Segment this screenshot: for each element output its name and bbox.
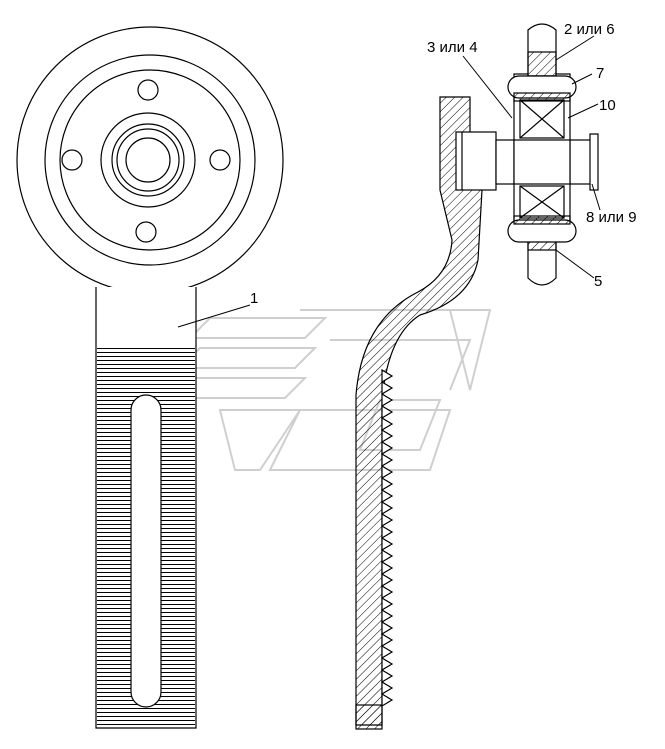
leader-2 — [555, 35, 595, 61]
leader-5 — [555, 249, 595, 279]
leader-7 — [571, 73, 593, 85]
bolt-hole-bottom — [135, 221, 157, 243]
outer-disc — [16, 26, 284, 294]
bolt-hole-left — [61, 149, 83, 171]
lever-side-section — [355, 96, 483, 730]
hub-mid — [111, 123, 185, 197]
callout-2-or-6: 2 или 6 — [564, 21, 615, 38]
bolt-hole-right — [209, 149, 231, 171]
retaining-washer — [589, 133, 599, 191]
lever-front-view — [16, 26, 284, 729]
callout-8-or-9: 8 или 9 — [586, 209, 637, 226]
watermark-logo — [167, 309, 492, 471]
bushing — [455, 131, 497, 191]
flange-ring — [59, 69, 241, 251]
hub-outer — [100, 112, 196, 208]
callout-5: 5 — [594, 273, 602, 290]
arm-end — [355, 704, 383, 730]
adjustment-slot — [130, 394, 162, 708]
leader-1 — [177, 304, 251, 328]
inner-ring — [44, 54, 256, 266]
callout-1: 1 — [250, 290, 258, 307]
callout-3-or-4: 3 или 4 — [427, 39, 478, 56]
hub-bore — [125, 137, 171, 183]
bolt-hole-top — [137, 79, 159, 101]
leader-8 — [591, 183, 601, 211]
leader-3 — [462, 55, 513, 119]
serrated-edge — [380, 368, 394, 708]
leader-10 — [567, 103, 599, 119]
callout-10: 10 — [599, 97, 616, 114]
callouts: 1 2 или 6 3 или 4 7 10 8 или 9 5 — [250, 21, 637, 307]
sprocket — [507, 23, 577, 286]
leader-lines — [177, 35, 601, 328]
hub-inner — [116, 128, 180, 192]
callout-7: 7 — [596, 65, 604, 82]
